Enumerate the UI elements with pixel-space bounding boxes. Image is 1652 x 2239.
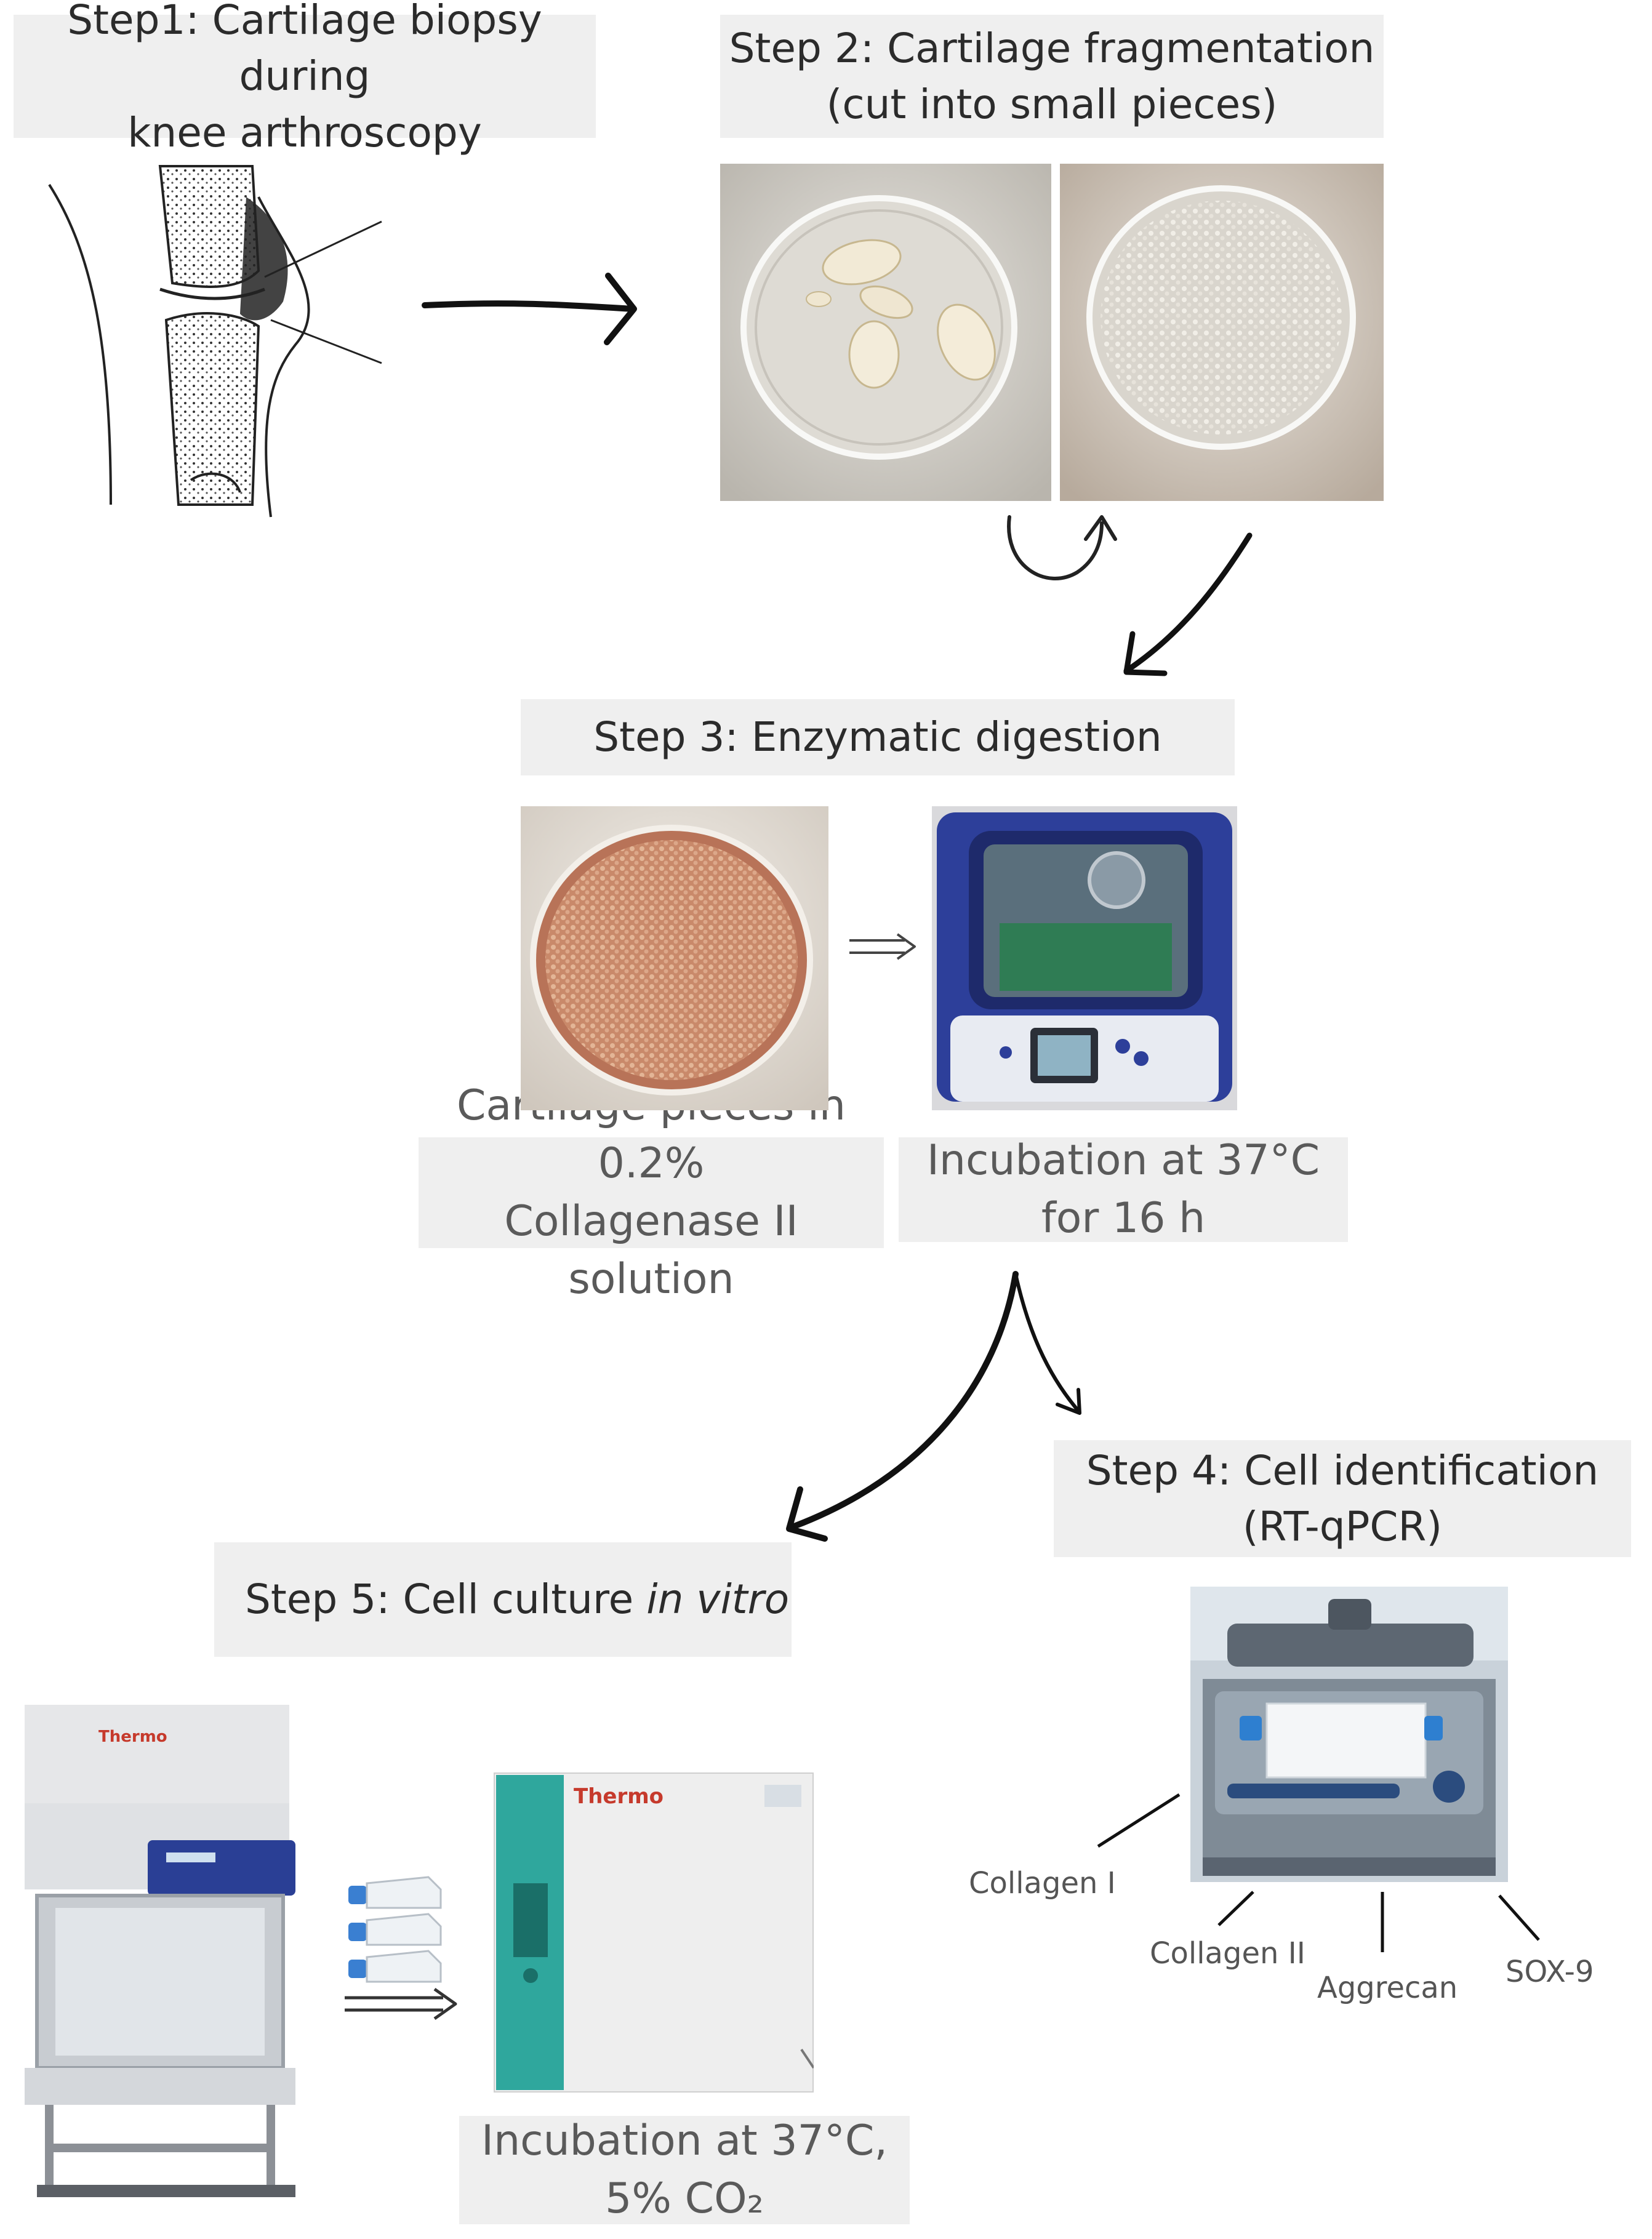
step4-label: Step 4: Cell identification (RT-qPCR) (1054, 1440, 1631, 1557)
digestion-incubation-caption: Incubation at 37°C for 16 h (899, 1136, 1348, 1243)
step3-title: Step 3: Enzymatic digestion (593, 713, 1162, 761)
arrow-step1-to-step2 (422, 300, 636, 312)
step1-label: Step1: Cartilage biopsy during knee arth… (14, 0, 596, 156)
petri-dish-large-pieces (720, 164, 1051, 501)
culture-incubation-caption: Incubation at 37°C, 5% CO₂ (459, 2116, 910, 2224)
step1-line2: knee arthroscopy (127, 108, 482, 156)
knee-anatomy-sketch (48, 165, 382, 518)
incubator-brand-text: Thermo (574, 1784, 664, 1809)
marker-sox9: SOX-9 (1506, 1955, 1594, 1989)
step3-label: Step 3: Enzymatic digestion (521, 699, 1235, 775)
marker-aggrecan: Aggrecan (1317, 1971, 1458, 2005)
step2-label: Step 2: Cartilage fragmentation (cut int… (720, 15, 1384, 138)
arrow-step3-to-step5 (791, 1271, 1019, 1529)
step5-title: Step 5: Cell culture in vitro (245, 1571, 789, 1627)
step5-label: Step 5: Cell culture in vitro (214, 1542, 792, 1657)
arrow-step3-to-step4 (1014, 1272, 1079, 1411)
marker-collagen-ii: Collagen II (1150, 1936, 1305, 1971)
culture-incubation-line2: 5% CO₂ (605, 2174, 764, 2223)
petri-dish-small-pieces (1060, 164, 1384, 501)
digestion-incubation-line1: Incubation at 37°C (926, 1136, 1320, 1185)
step2-line2: (cut into small pieces) (826, 81, 1278, 128)
step4-line2: (RT-qPCR) (1242, 1503, 1443, 1550)
step4-line1: Step 4: Cell identification (1086, 1446, 1599, 1494)
arrow-rotate (1007, 515, 1104, 580)
step2-line1: Step 2: Cartilage fragmentation (729, 24, 1375, 72)
arrow-step2-to-step3 (1123, 532, 1253, 674)
step5-prefix: Step 5: Cell culture (245, 1576, 647, 1624)
digestion-solution-line2: Collagenase II solution (504, 1197, 798, 1304)
petri-dish-collagenase (521, 806, 828, 1110)
arrow-step5-inner (345, 1996, 443, 2012)
leader-sox9 (1498, 1894, 1540, 1941)
step5-italic: in vitro (646, 1576, 790, 1624)
shaking-incubator (932, 806, 1237, 1110)
digestion-incubation-line2: for 16 h (1041, 1194, 1206, 1243)
co2-incubator: Thermo (494, 1772, 814, 2093)
step1-line1: Step1: Cartilage biopsy during (67, 0, 542, 100)
leader-collagen-i (1097, 1793, 1181, 1848)
cabinet-brand-text: Thermo (98, 1728, 167, 1746)
leader-collagen-ii (1217, 1891, 1254, 1926)
biosafety-cabinet: Thermo (25, 1705, 295, 2197)
culture-flasks (348, 1876, 442, 1983)
arrow-step3-inner (849, 939, 905, 954)
marker-collagen-i: Collagen I (969, 1866, 1116, 1901)
culture-incubation-line1: Incubation at 37°C, (481, 2117, 888, 2166)
pcr-thermocycler (1190, 1587, 1508, 1882)
